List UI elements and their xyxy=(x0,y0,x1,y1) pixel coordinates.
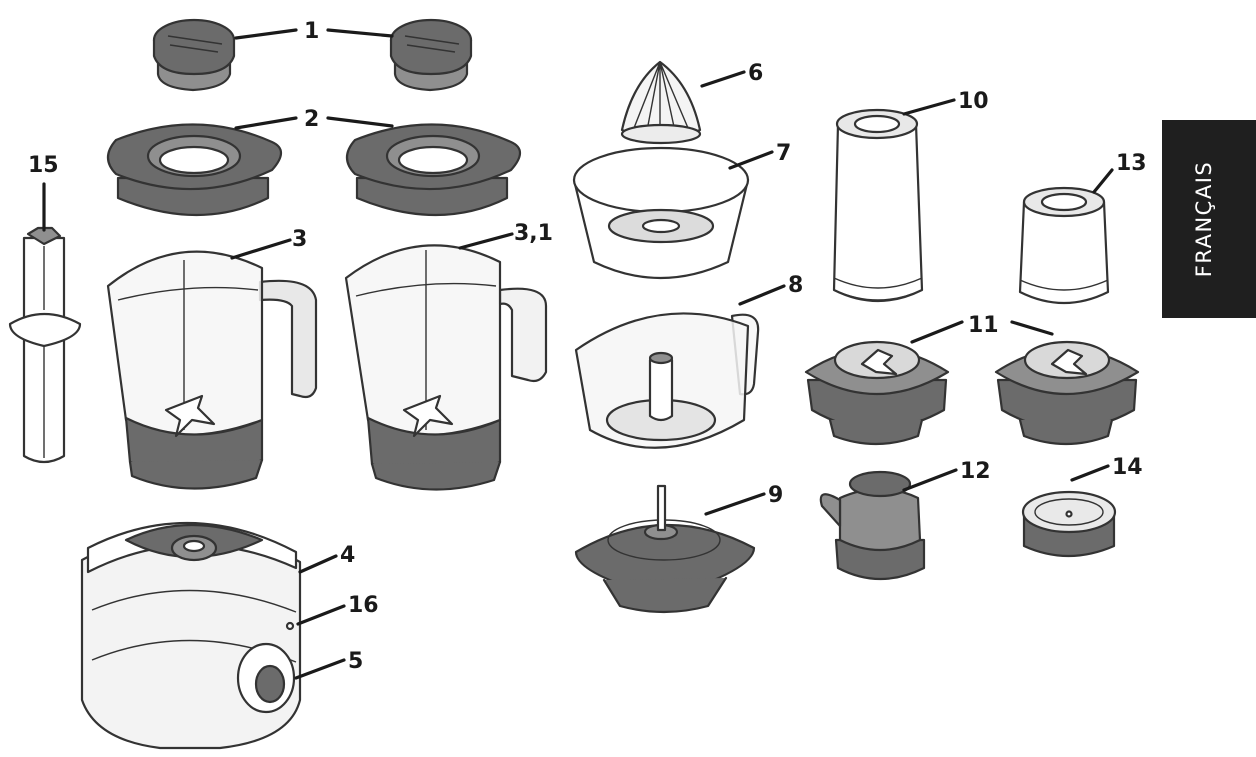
callout-6: 6 xyxy=(748,61,763,86)
callout-10: 10 xyxy=(958,89,989,114)
callout-14: 14 xyxy=(1112,455,1143,480)
part-sip-lid xyxy=(819,470,926,581)
callout-15: 15 xyxy=(28,153,59,178)
callout-numbers: 1 2 3 3,1 4 5 6 7 8 9 10 11 12 13 14 15 … xyxy=(28,19,1147,674)
callout-8: 8 xyxy=(788,273,803,298)
language-tab-label: FRANÇAIS xyxy=(1192,161,1216,277)
part-jug-lid-left xyxy=(106,123,283,216)
callout-4: 4 xyxy=(340,543,355,568)
part-blade-base-right xyxy=(994,340,1140,446)
callout-3: 3 xyxy=(292,227,307,252)
callout-5: 5 xyxy=(348,649,363,674)
part-short-blender-cup xyxy=(1018,186,1110,305)
language-tab-background xyxy=(1162,120,1256,318)
language-side-tab: FRANÇAIS xyxy=(1162,120,1256,318)
callout-11: 11 xyxy=(968,313,999,338)
part-jug-lid-right xyxy=(345,123,522,216)
part-blade-base-left xyxy=(804,340,950,446)
part-storage-lid xyxy=(1021,490,1117,558)
part-tall-blender-cup xyxy=(832,108,924,303)
part-lid-cap-right xyxy=(389,18,473,92)
callout-13: 13 xyxy=(1116,151,1147,176)
callout-16: 16 xyxy=(348,593,379,618)
part-lid-cap-left xyxy=(152,18,236,92)
part-tamper xyxy=(8,226,82,464)
part-jug-3 xyxy=(106,250,318,490)
part-citrus-reamer-cone xyxy=(620,60,702,145)
part-jug-3-1 xyxy=(344,244,548,491)
callout-2: 2 xyxy=(304,107,319,132)
part-strainer-bowl xyxy=(572,146,750,280)
callout-3-1: 3,1 xyxy=(514,221,553,246)
part-juice-jug xyxy=(574,312,760,449)
part-motor-base xyxy=(80,521,302,750)
callout-9: 9 xyxy=(768,483,783,508)
callout-1: 1 xyxy=(304,19,319,44)
leader-lines xyxy=(42,28,1114,680)
callout-12: 12 xyxy=(960,459,991,484)
part-juicer-drive-base xyxy=(574,484,756,614)
callout-7: 7 xyxy=(776,141,791,166)
